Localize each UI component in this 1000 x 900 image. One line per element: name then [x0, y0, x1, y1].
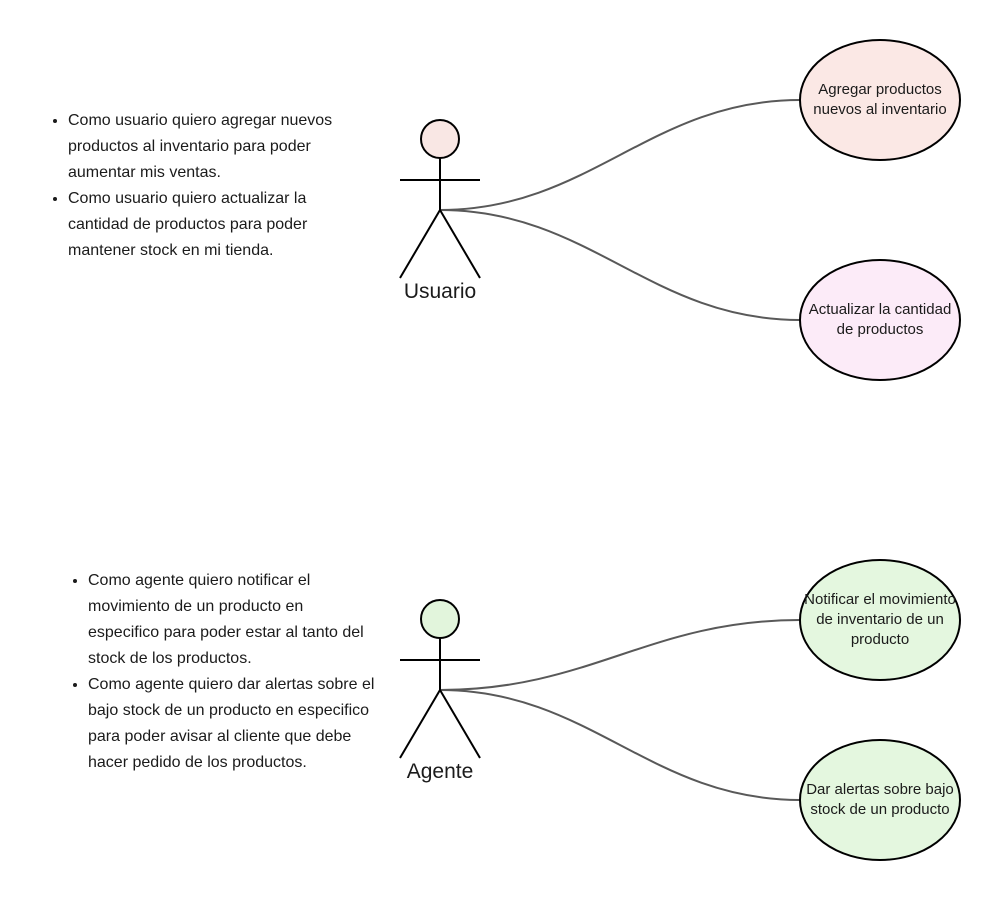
connector-usuario-agregar: [439, 99, 801, 211]
usecase-agregar-label: Agregar productos nuevos al inventario: [813, 81, 947, 118]
connector-agente-notificar: [439, 619, 801, 691]
usecase-alertas-ellipse[interactable]: [799, 739, 961, 861]
usecase-notificar-ellipse[interactable]: [799, 559, 961, 681]
story-item: Como agente quiero notificar el movimien…: [88, 568, 378, 672]
actor-usuario[interactable]: [399, 119, 481, 279]
actor-agente-label: Agente: [406, 760, 474, 783]
user-stories-usuario: Como usuario quiero agregar nuevos produ…: [48, 108, 358, 264]
actor-usuario-leg-right: [439, 209, 481, 279]
connector-agente-alertas: [439, 689, 801, 801]
actor-usuario-leg-left: [399, 209, 441, 279]
connector-usuario-actualizar: [439, 209, 801, 321]
actor-agente[interactable]: [399, 599, 481, 759]
actor-agente-leg-right: [439, 689, 481, 759]
actor-agente-head: [420, 599, 460, 639]
usecase-notificar-label: Notificar el movimiento de inventario de…: [804, 591, 956, 648]
user-stories-agente: Como agente quiero notificar el movimien…: [68, 568, 378, 776]
actor-usuario-label: Usuario: [403, 280, 477, 303]
actor-usuario-head: [420, 119, 460, 159]
usecase-agregar-ellipse[interactable]: [799, 39, 961, 161]
story-item: Como usuario quiero actualizar la cantid…: [68, 186, 358, 264]
usecase-actualizar-ellipse[interactable]: [799, 259, 961, 381]
actor-agente-leg-left: [399, 689, 441, 759]
usecase-alertas-label: Dar alertas sobre bajo stock de un produ…: [806, 781, 954, 818]
story-item: Como usuario quiero agregar nuevos produ…: [68, 108, 358, 186]
usecase-actualizar-label: Actualizar la cantidad de productos: [808, 301, 952, 338]
story-item: Como agente quiero dar alertas sobre el …: [88, 672, 378, 776]
